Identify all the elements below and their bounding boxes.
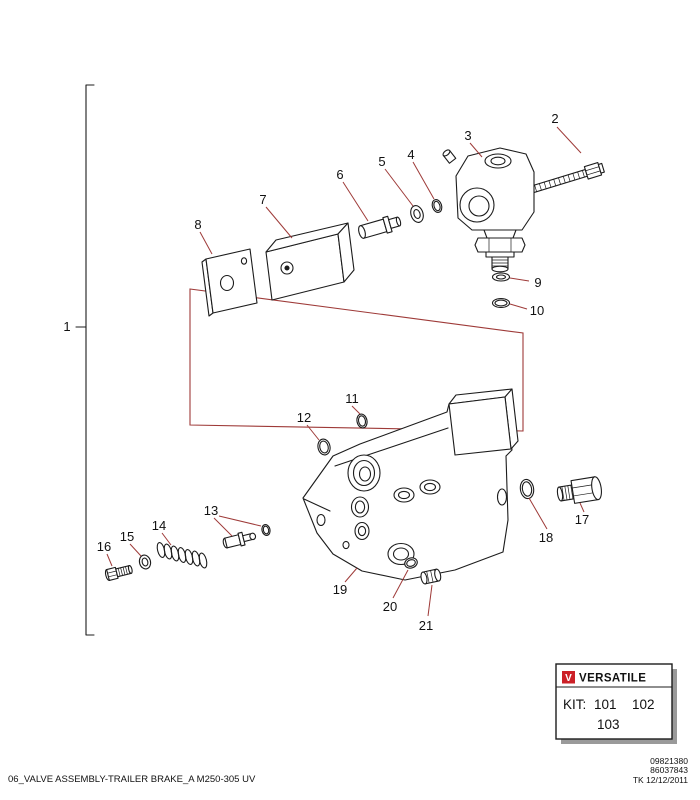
callout-8: 8 xyxy=(194,217,201,232)
callout-6: 6 xyxy=(336,167,343,182)
leader-lines xyxy=(106,126,585,617)
callout-13: 13 xyxy=(204,503,218,518)
leader-line-10 xyxy=(509,303,528,310)
leader-line-19 xyxy=(344,567,358,583)
part-17-hex-plug xyxy=(556,476,602,504)
callout-16: 16 xyxy=(97,539,111,554)
part-12-oring xyxy=(317,438,331,456)
callout-15: 15 xyxy=(120,529,134,544)
part-4-oring xyxy=(431,199,443,213)
callout-11: 11 xyxy=(345,391,359,406)
leader-line-5 xyxy=(384,168,414,207)
part-14-spring xyxy=(156,542,208,569)
callout-5: 5 xyxy=(378,154,385,169)
callout-12: 12 xyxy=(297,410,311,425)
callout-21: 21 xyxy=(419,618,433,633)
footer: 06_VALVE ASSEMBLY-TRAILER BRAKE_A M250-3… xyxy=(8,756,688,785)
part-10-oring xyxy=(491,297,511,309)
part-8-plate xyxy=(201,248,258,317)
leader-line-18 xyxy=(528,497,548,530)
leader-line-21 xyxy=(427,584,433,617)
callout-1: 1 xyxy=(63,319,70,334)
part-21-plug xyxy=(420,568,442,585)
leader-line-14 xyxy=(161,532,172,546)
callout-9: 9 xyxy=(534,275,541,290)
doc-number-3: TK 12/12/2011 xyxy=(633,775,688,785)
kit-number-101: 101 xyxy=(594,697,617,712)
leader-line-2 xyxy=(556,126,582,154)
doc-number-2: 86037843 xyxy=(650,765,688,775)
kit-box-frame xyxy=(555,663,673,740)
part-6-plug xyxy=(358,215,402,239)
callout-17: 17 xyxy=(575,512,589,527)
versatile-logo-icon xyxy=(562,671,575,684)
doc-numbers: 09821380 86037843 TK 12/12/2011 xyxy=(633,756,688,785)
assembly-group-outline xyxy=(189,288,524,432)
part-drawings xyxy=(104,147,605,585)
leader-line-11 xyxy=(351,405,361,415)
callout-7: 7 xyxy=(259,192,266,207)
part-16-plug xyxy=(104,564,133,582)
versatile-logo-letter: V xyxy=(565,673,572,684)
doc-number-1: 09821380 xyxy=(650,756,688,766)
callout-10: 10 xyxy=(530,303,544,318)
callout-14: 14 xyxy=(152,518,166,533)
leader-line-13b xyxy=(218,515,262,527)
part-20-oring xyxy=(404,557,418,569)
leader-line-20 xyxy=(392,569,409,599)
callout-3: 3 xyxy=(464,128,471,143)
callout-19: 19 xyxy=(333,582,347,597)
drawing-caption: 06_VALVE ASSEMBLY-TRAILER BRAKE_A M250-3… xyxy=(8,774,256,785)
callouts: 1 2 3 4 5 6 7 8 9 10 11 12 13 14 15 16 1… xyxy=(63,111,589,633)
part-11-oring xyxy=(356,413,368,429)
kit-number-102: 102 xyxy=(632,697,655,712)
callout-2: 2 xyxy=(551,111,558,126)
brand-name: VERSATILE xyxy=(579,673,646,685)
leader-line-6 xyxy=(342,181,369,222)
callout-20: 20 xyxy=(383,599,397,614)
part-7-solenoid-block xyxy=(265,222,355,301)
leader-line-12 xyxy=(306,424,320,441)
assembly-bracket xyxy=(75,84,95,636)
leader-line-8 xyxy=(199,231,213,255)
kit-label: KIT: xyxy=(563,697,586,712)
callout-4: 4 xyxy=(407,147,414,162)
leader-line-3 xyxy=(469,142,483,158)
kit-box: V VERSATILE KIT: 101 102 103 xyxy=(555,663,677,744)
leader-line-13a xyxy=(213,517,233,537)
part-18-oring xyxy=(519,478,535,500)
part-19-valve-housing xyxy=(302,388,519,581)
leader-line-16 xyxy=(106,553,113,567)
part-3-valve-body xyxy=(442,147,535,273)
part-15-washer xyxy=(138,554,152,570)
part-13-valve-cartridge xyxy=(222,524,271,549)
callout-18: 18 xyxy=(539,530,553,545)
part-5-washer xyxy=(410,205,424,223)
leader-line-15 xyxy=(129,543,142,557)
kit-number-103: 103 xyxy=(597,717,620,732)
part-9-washer xyxy=(491,272,511,282)
leader-line-7 xyxy=(265,206,293,239)
leader-line-9 xyxy=(509,277,530,282)
part-2-bolt xyxy=(525,162,605,195)
leader-line-4 xyxy=(412,161,435,200)
leader-line-17 xyxy=(579,502,585,513)
